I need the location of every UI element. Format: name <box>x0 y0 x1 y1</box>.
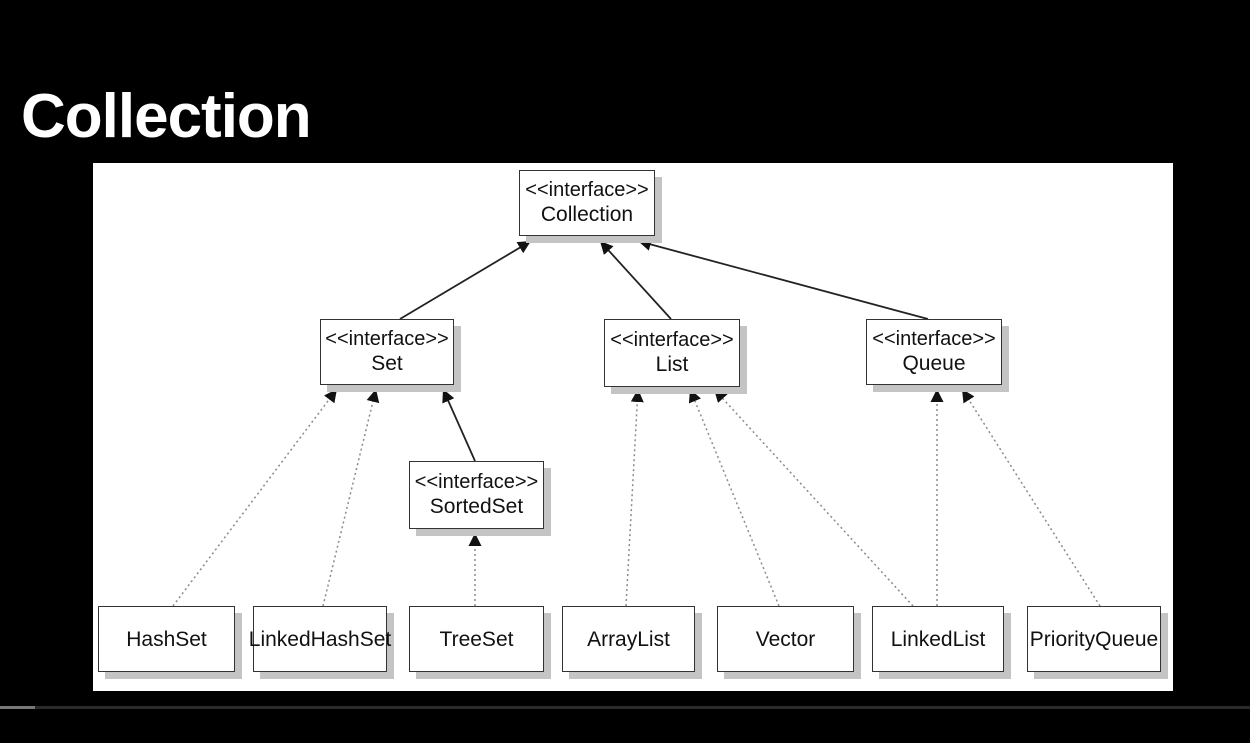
linkedhashset-label: LinkedHashSet <box>248 627 392 651</box>
edge-hashset-to-set <box>172 388 338 607</box>
slide-progress-fill <box>0 706 35 709</box>
arraylist-label: ArrayList <box>587 627 670 651</box>
queue-stereotype: <<interface>> <box>872 328 996 350</box>
collection-label: Collection <box>540 203 634 226</box>
treeset-label: TreeSet <box>439 627 514 651</box>
edge-linkedhashset-to-set <box>322 388 380 607</box>
linkedlist-label: LinkedList <box>890 627 986 651</box>
treeset-class-box: TreeSet <box>409 606 544 672</box>
queue-interface-box: <<interface>> Queue <box>866 319 1002 385</box>
list-label: List <box>655 353 689 376</box>
edge-priorityqueue-to-queue <box>961 388 1101 607</box>
set-label: Set <box>371 352 403 375</box>
arraylist-class-box: ArrayList <box>562 606 695 672</box>
diagram-edges <box>172 238 1101 607</box>
sortedset-stereotype: <<interface>> <box>414 471 539 493</box>
hashset-label: HashSet <box>126 627 207 651</box>
sortedset-label: SortedSet <box>429 495 524 518</box>
collection-interface-box: <<interface>> Collection <box>519 170 655 236</box>
edge-vector-to-list <box>688 388 780 607</box>
linkedlist-class-box: LinkedList <box>872 606 1004 672</box>
class-diagram: <<interface>> Collection <<interface>> S… <box>93 163 1173 691</box>
slide-title: Collection <box>21 82 312 151</box>
edge-queue-to-collection <box>637 238 929 320</box>
set-stereotype: <<interface>> <box>325 328 449 350</box>
vector-class-box: Vector <box>717 606 854 672</box>
list-interface-box: <<interface>> List <box>604 319 740 387</box>
edge-list-to-collection <box>599 240 672 320</box>
linkedhashset-class-box: LinkedHashSet <box>249 606 391 672</box>
priorityqueue-class-box: PriorityQueue <box>1027 606 1161 672</box>
hashset-class-box: HashSet <box>98 606 235 672</box>
queue-label: Queue <box>902 352 966 375</box>
edge-set-to-collection <box>399 240 532 320</box>
sortedset-interface-box: <<interface>> SortedSet <box>409 461 544 529</box>
set-interface-box: <<interface>> Set <box>320 319 454 385</box>
edge-sortedset-to-set <box>442 388 476 462</box>
collection-stereotype: <<interface>> <box>525 179 649 201</box>
vector-label: Vector <box>755 627 816 651</box>
slide-progress-bar <box>0 706 1250 709</box>
list-stereotype: <<interface>> <box>610 329 734 351</box>
priorityqueue-label: PriorityQueue <box>1029 627 1159 651</box>
edge-arraylist-to-list <box>625 388 644 607</box>
edge-linkedlist-to-list <box>713 388 914 607</box>
